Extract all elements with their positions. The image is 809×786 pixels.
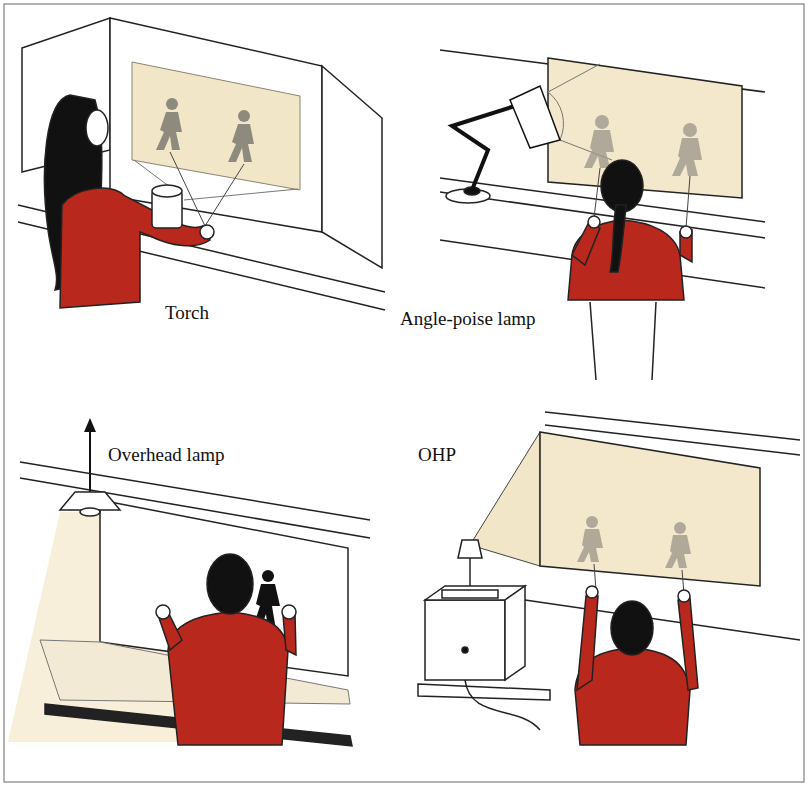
torch-scene bbox=[18, 18, 385, 310]
panel-label: Torch bbox=[165, 302, 209, 324]
panel-label: OHP bbox=[418, 444, 456, 466]
panel-label: Angle-poise lamp bbox=[400, 308, 536, 330]
overhead-lamp-scene bbox=[8, 418, 370, 746]
panel-label: Overhead lamp bbox=[108, 444, 225, 466]
angle-poise-scene bbox=[440, 50, 765, 380]
frame bbox=[4, 4, 804, 782]
ohp-scene bbox=[418, 412, 800, 745]
